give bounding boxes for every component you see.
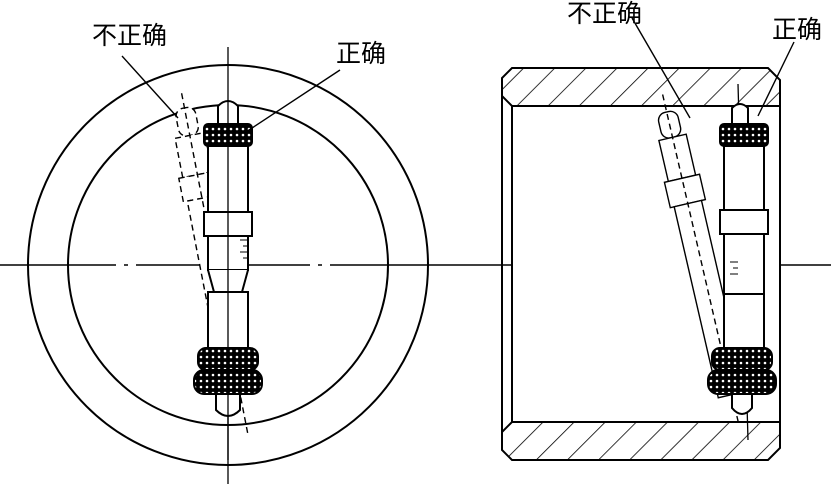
label-left-correct: 正确 — [336, 39, 386, 68]
label-left-incorrect: 不正确 — [92, 21, 167, 50]
label-right-correct: 正确 — [772, 15, 822, 44]
leader-lines — [121, 17, 795, 133]
bore-tube-section-view — [501, 67, 781, 461]
label-right-incorrect: 不正确 — [567, 0, 642, 28]
inside-micrometer-correct-right — [707, 103, 777, 415]
tube-bottom-wall — [501, 421, 781, 461]
inside-micrometer-correct — [193, 100, 263, 460]
